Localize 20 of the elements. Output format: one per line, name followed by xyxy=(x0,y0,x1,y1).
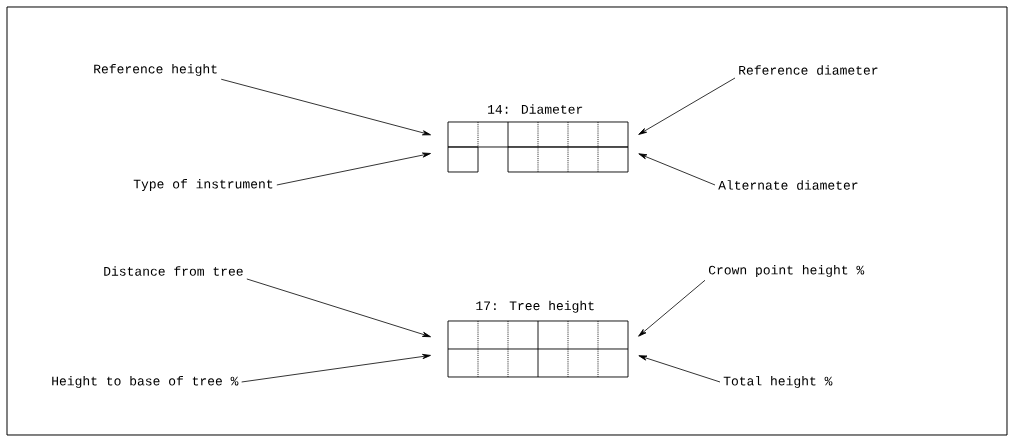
form-grid: 17: Tree height xyxy=(447,300,629,378)
node-label: 17: Tree height xyxy=(476,300,594,313)
arrow xyxy=(220,78,431,136)
callout-text: Crown point height % xyxy=(708,264,865,278)
arrow xyxy=(638,77,736,135)
form-grid: 14: Diameter xyxy=(447,104,629,173)
node-label: 14: Diameter xyxy=(488,104,583,114)
callout-text: Distance from tree xyxy=(104,266,243,276)
arrow xyxy=(638,355,721,383)
callout-text: Reference diameter xyxy=(739,65,878,75)
arrow xyxy=(638,153,716,186)
arrow xyxy=(246,278,431,338)
callout-text: Reference height xyxy=(94,63,217,77)
arrow xyxy=(638,279,706,337)
arrow xyxy=(276,152,431,186)
callout-text: Height to base of tree % xyxy=(52,375,239,389)
callout-text: Type of instrument xyxy=(133,178,273,192)
callout-text: Alternate diameter xyxy=(718,180,858,190)
arrow xyxy=(241,353,431,383)
callout-text: Total height % xyxy=(723,375,833,389)
